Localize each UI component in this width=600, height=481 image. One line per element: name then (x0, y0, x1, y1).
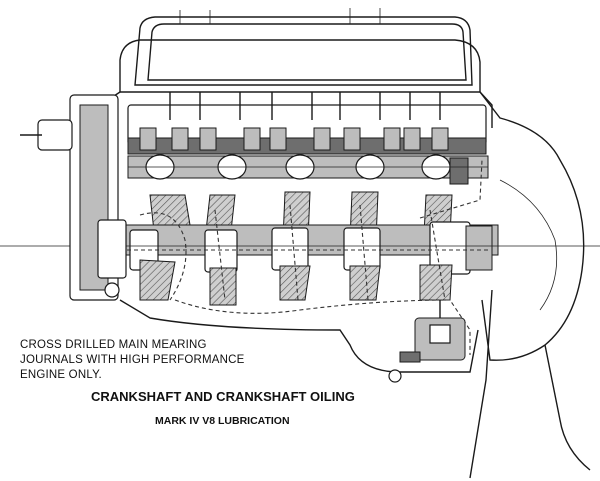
front-pulley-assembly (20, 94, 127, 301)
lifters (139, 127, 449, 151)
cross-drilled-note: CROSS DRILLED MAIN MEARING JOURNALS WITH… (20, 338, 280, 383)
oil-pump (388, 300, 466, 383)
oil-passages (120, 159, 490, 355)
engine-block-outline (107, 16, 591, 479)
valve-cover (147, 8, 467, 81)
oil-pan (119, 299, 479, 373)
camshaft (127, 154, 489, 185)
crankshaft (117, 191, 499, 306)
note-line-1: CROSS DRILLED MAIN MEARING (20, 339, 207, 351)
diagram-title: CRANKSHAFT AND CRANKSHAFT OILING (91, 389, 355, 404)
valvetrain (127, 92, 487, 155)
diagram-subtitle: MARK IV V8 LUBRICATION (155, 415, 290, 427)
note-line-3: ENGINE ONLY. (20, 369, 102, 381)
note-line-2: JOURNALS WITH HIGH PERFORMANCE (20, 354, 245, 366)
